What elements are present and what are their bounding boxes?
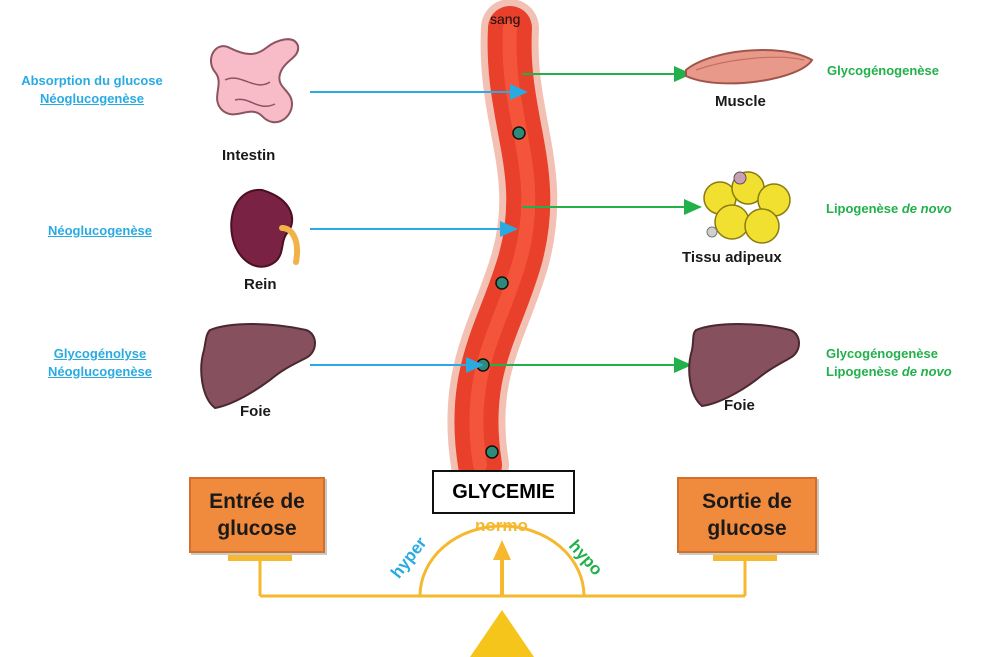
- muscle-icon: [686, 50, 812, 83]
- glucose-molecule: [496, 277, 508, 289]
- foie-left-organ-label: Foie: [240, 402, 271, 422]
- foie-output-process-label: Glycogénogenèse Lipogenèse de novo: [826, 345, 952, 380]
- vessel-label: sang: [490, 10, 520, 29]
- intestin-organ-label: Intestin: [222, 146, 275, 166]
- foie-input-process-label: Glycogénolyse Néoglucogenèse: [20, 345, 180, 380]
- rein-organ-label: Rein: [244, 275, 277, 295]
- muscle-process-label: Glycogénogenèse: [827, 62, 939, 80]
- glycemie-label: GLYCEMIE: [432, 470, 575, 514]
- glucose-molecule: [486, 446, 498, 458]
- blood-vessel: [476, 28, 528, 465]
- liver-left-icon: [201, 324, 315, 408]
- scale-normo-label: normo: [475, 516, 528, 536]
- rein-process-label: Néoglucogenèse: [20, 222, 180, 240]
- adipeux-organ-label: Tissu adipeux: [682, 248, 782, 268]
- intestin-process-label: Absorption du glucose Néoglucogenèse: [12, 72, 172, 107]
- kidney-icon: [231, 190, 297, 267]
- adipeux-process-label: Lipogenèse de novo: [826, 200, 952, 218]
- muscle-organ-label: Muscle: [715, 92, 766, 112]
- intestine-icon: [211, 39, 298, 122]
- adipose-tissue-icon: [704, 172, 790, 243]
- liver-right-icon: [689, 324, 799, 406]
- foie-right-organ-label: Foie: [724, 396, 755, 416]
- glucose-molecule: [513, 127, 525, 139]
